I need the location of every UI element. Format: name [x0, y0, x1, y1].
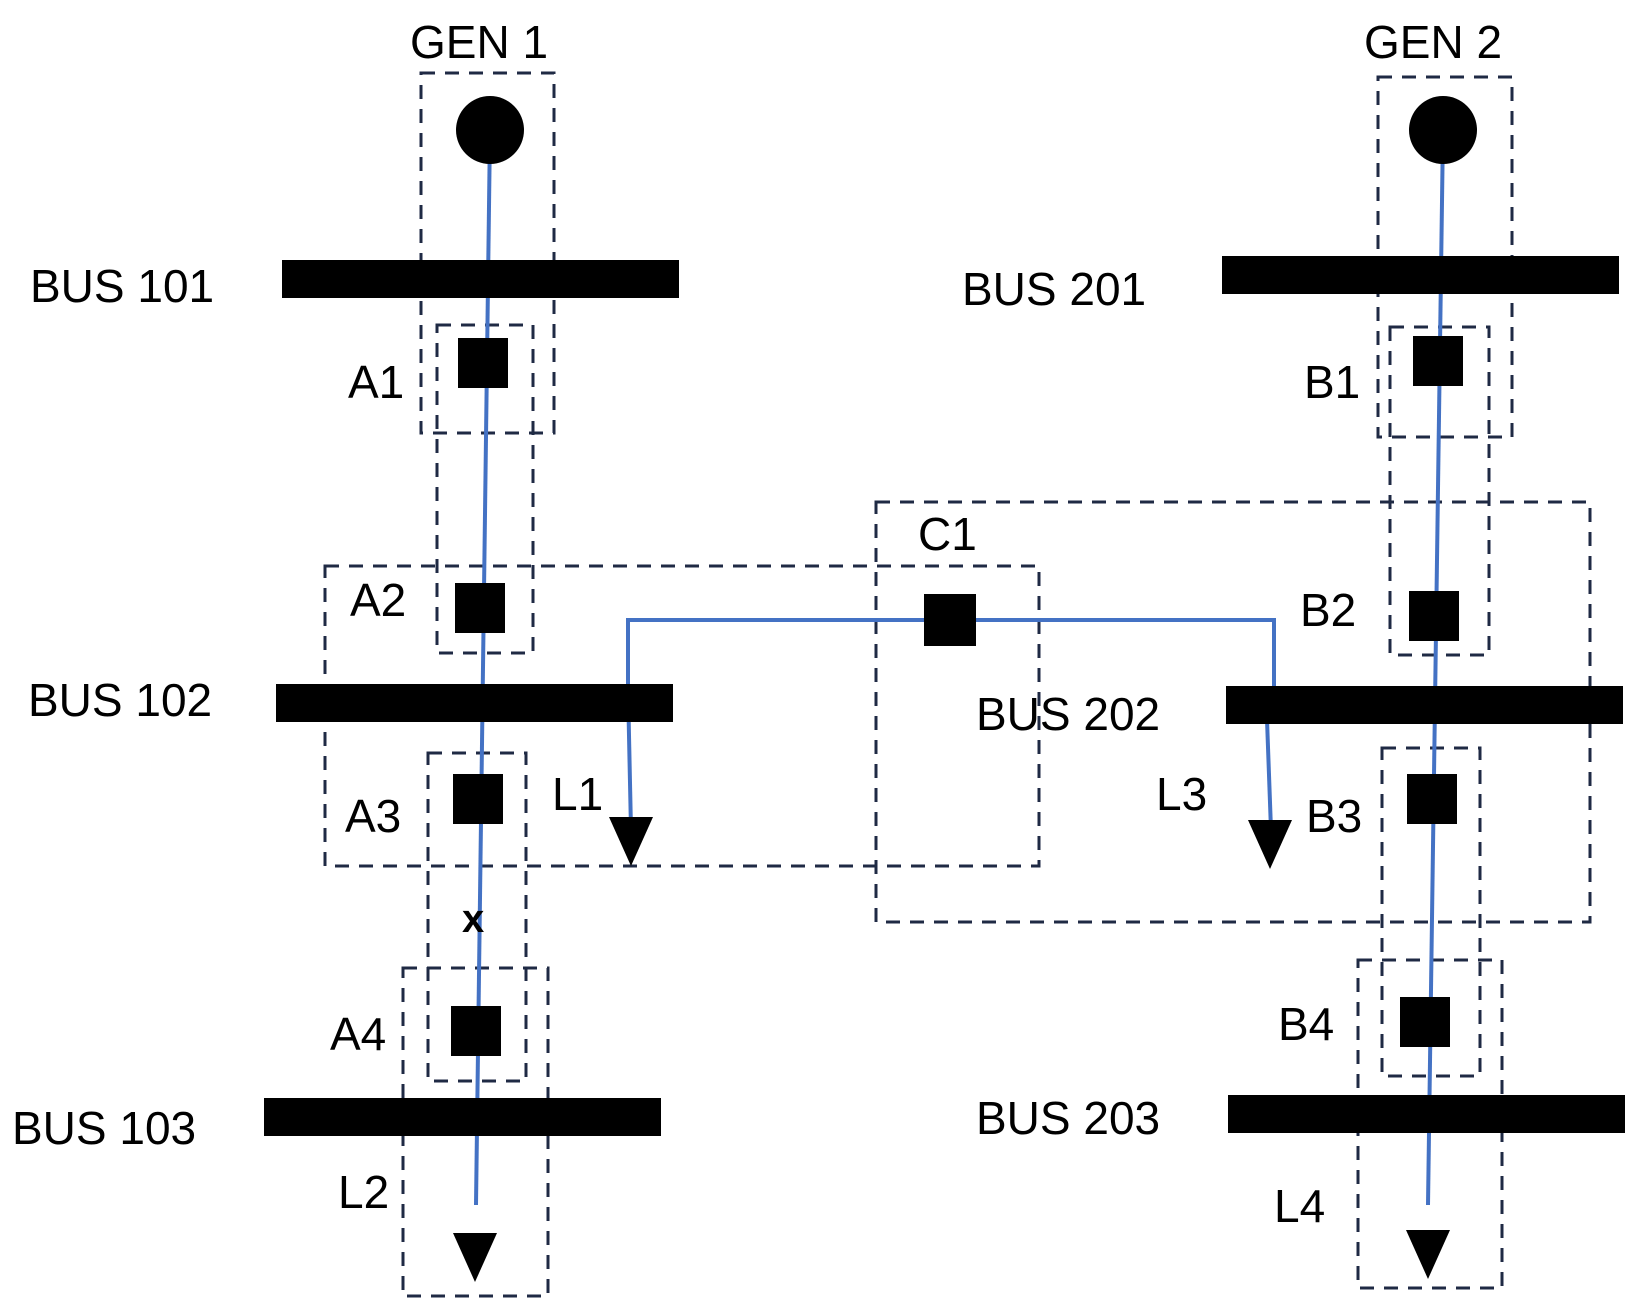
- breaker-b3: [1407, 774, 1457, 824]
- bus-101: [282, 260, 679, 298]
- bus-203: [1228, 1095, 1625, 1133]
- load-l3-label: L3: [1156, 768, 1207, 820]
- breaker-b2-label: B2: [1300, 584, 1356, 636]
- breaker-a1-label: A1: [348, 356, 404, 408]
- breaker-b3-label: B3: [1306, 790, 1362, 842]
- bus101-label: BUS 101: [30, 260, 214, 312]
- bus203-label: BUS 203: [976, 1092, 1160, 1144]
- breaker-b1-label: B1: [1304, 356, 1360, 408]
- breaker-b4: [1400, 997, 1450, 1047]
- labels: GEN 1 GEN 2 BUS 101 BUS 102 BUS 103 BUS …: [12, 16, 1502, 1232]
- bus-102: [276, 684, 673, 722]
- breaker-b1: [1413, 336, 1463, 386]
- load-arrows: [453, 817, 1450, 1282]
- load-l2-label: L2: [338, 1166, 389, 1218]
- load-l4-arrow: [1406, 1230, 1450, 1279]
- bus202-label: BUS 202: [976, 688, 1160, 740]
- gen2-label: GEN 2: [1364, 16, 1502, 68]
- bus-202: [1226, 686, 1623, 724]
- load-l1-arrow: [609, 817, 653, 866]
- generator-1: [456, 96, 524, 164]
- buses: [264, 256, 1625, 1136]
- generator-2: [1409, 96, 1477, 164]
- breaker-a4-label: A4: [330, 1008, 386, 1060]
- zone-a3-a4: [426, 751, 528, 1083]
- zone-a1-a2: [435, 323, 535, 655]
- load-l3-arrow: [1248, 820, 1292, 869]
- bus-103: [264, 1098, 661, 1136]
- breaker-b4-label: B4: [1278, 998, 1334, 1050]
- bus103-label: BUS 103: [12, 1102, 196, 1154]
- breaker-a1: [458, 338, 508, 388]
- bus102-label: BUS 102: [28, 674, 212, 726]
- breaker-a4: [451, 1006, 501, 1056]
- breaker-c1-label: C1: [918, 508, 977, 560]
- fault-marker: x: [462, 897, 484, 941]
- load-l1-label: L1: [552, 768, 603, 820]
- breaker-b2: [1409, 591, 1459, 641]
- breaker-a3-label: A3: [345, 790, 401, 842]
- gen1-label: GEN 1: [410, 16, 548, 68]
- zone-b3-b4: [1380, 746, 1482, 1078]
- load-l2-arrow: [453, 1233, 497, 1282]
- breaker-c1: [924, 594, 976, 646]
- breaker-a3: [453, 774, 503, 824]
- bus201-label: BUS 201: [962, 263, 1146, 315]
- breaker-a2-label: A2: [350, 574, 406, 626]
- load-l4-label: L4: [1274, 1180, 1325, 1232]
- breaker-a2: [455, 583, 505, 633]
- bus-201: [1222, 256, 1619, 294]
- breakers: [451, 336, 1463, 1056]
